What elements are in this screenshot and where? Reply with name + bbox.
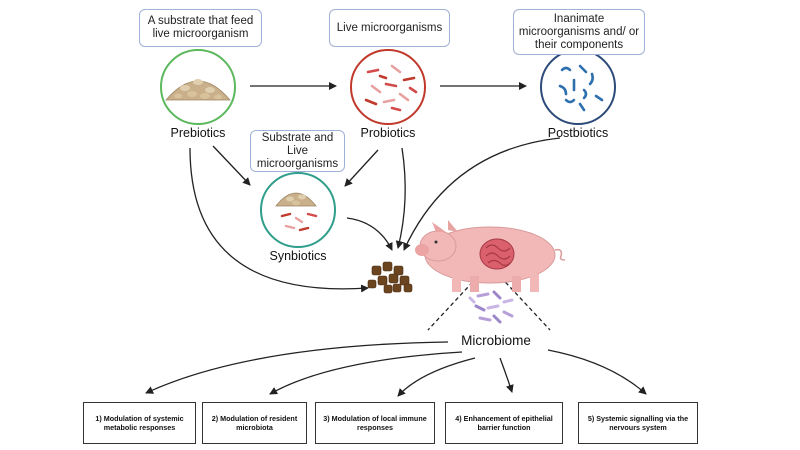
label-prebiotics: Prebiotics xyxy=(170,126,226,140)
callout-probiotics: Live microorganisms xyxy=(329,9,450,47)
pig-icon xyxy=(415,220,566,292)
arrow-synbiotics-to-feed xyxy=(346,217,393,251)
label-postbiotics: Postbiotics xyxy=(547,126,609,140)
bacteria-icon xyxy=(364,64,418,112)
grain-pile-icon xyxy=(165,79,231,101)
gut-icon xyxy=(479,238,515,270)
arrow-prebiotics-to-synbiotics xyxy=(212,145,251,186)
label-synbiotics: Synbiotics xyxy=(269,249,327,263)
outcome-box-4: 4) Enhancement of epithelial barrier fun… xyxy=(445,402,563,444)
probiotics-node xyxy=(350,49,426,125)
label-probiotics: Probiotics xyxy=(360,126,416,140)
arrow-probiotics-to-feed xyxy=(395,147,406,249)
outcome-box-3: 3) Modulation of local immune responses xyxy=(315,402,435,444)
fragments-icon xyxy=(558,64,604,112)
grain-and-bacteria-icon xyxy=(275,192,318,232)
outcome-box-5: 5) Systemic signalling via the nervours … xyxy=(578,402,698,444)
callout-prebiotics: A substrate that feed live microorganism xyxy=(139,9,262,47)
prebiotics-node xyxy=(160,49,236,125)
microbiome-bacteria-icon xyxy=(468,290,514,324)
dashed-line-right xyxy=(495,271,551,331)
arrow-to-outcome-3 xyxy=(397,357,476,397)
arrow-to-outcome-1 xyxy=(145,341,449,394)
postbiotics-node xyxy=(540,49,616,125)
connectors xyxy=(145,82,647,397)
arrow-probiotics-to-synbiotics xyxy=(344,149,379,187)
arrow-to-outcome-2 xyxy=(269,351,463,395)
arrow-to-outcome-4 xyxy=(499,357,514,393)
arrow-postbiotics-to-feed xyxy=(403,137,561,251)
outcome-box-2: 2) Modulation of resident microbiota xyxy=(202,402,307,444)
arrow-to-outcome-5 xyxy=(547,349,647,395)
arrow-prebiotics-to-feed xyxy=(189,147,369,293)
callout-postbiotics: Inanimate microorganisms and/ or their c… xyxy=(513,9,645,55)
callout-synbiotics: Substrate and Live microorganisms xyxy=(250,130,345,172)
label-microbiome: Microbiome xyxy=(461,333,531,348)
outcome-box-1: 1) Modulation of systemic metabolic resp… xyxy=(83,402,196,444)
feed-pellets-icon xyxy=(367,261,413,294)
synbiotics-node xyxy=(260,172,336,248)
dashed-line-left xyxy=(427,271,483,331)
